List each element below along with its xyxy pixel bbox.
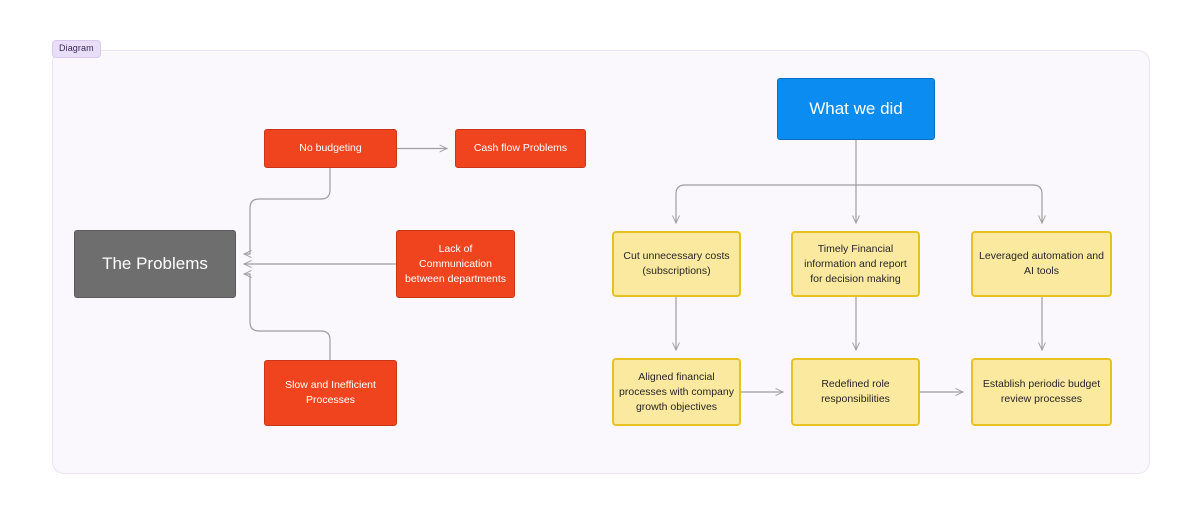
- node-slow-and-inefficient-processes[interactable]: Slow and Inefficient Processes: [264, 360, 397, 426]
- node-leveraged-automation-ai-tools[interactable]: Leveraged automation and AI tools: [971, 231, 1112, 297]
- node-redefined-role-responsibilities[interactable]: Redefined role responsibilities: [791, 358, 920, 426]
- node-cash-flow-problems-label: Cash flow Problems: [473, 142, 568, 154]
- diagram-tab-label: Diagram: [59, 43, 94, 53]
- node-establish-periodic-budget-review-label: Establish periodic budget review process…: [982, 378, 1101, 405]
- node-establish-periodic-budget-review[interactable]: Establish periodic budget review process…: [971, 358, 1112, 426]
- node-slow-and-inefficient-processes-label: Slow and Inefficient Processes: [285, 379, 376, 406]
- node-the-problems-label: The Problems: [102, 254, 208, 273]
- node-lack-of-communication-label: Lack of Communication between department…: [405, 242, 506, 285]
- node-redefined-role-responsibilities-label: Redefined role responsibilities: [821, 378, 890, 405]
- node-no-budgeting-label: No budgeting: [299, 142, 362, 154]
- diagram-tab[interactable]: Diagram: [52, 40, 101, 58]
- node-lack-of-communication[interactable]: Lack of Communication between department…: [396, 230, 515, 298]
- node-timely-financial-information-label: Timely Financial information and report …: [804, 242, 907, 285]
- node-no-budgeting[interactable]: No budgeting: [264, 129, 397, 168]
- node-what-we-did-label: What we did: [809, 99, 903, 118]
- node-cash-flow-problems[interactable]: Cash flow Problems: [455, 129, 586, 168]
- node-timely-financial-information[interactable]: Timely Financial information and report …: [791, 231, 920, 297]
- node-aligned-financial-processes[interactable]: Aligned financial processes with company…: [612, 358, 741, 426]
- node-cut-unnecessary-costs[interactable]: Cut unnecessary costs (subscriptions): [612, 231, 741, 297]
- node-the-problems[interactable]: The Problems: [74, 230, 236, 298]
- node-cut-unnecessary-costs-label: Cut unnecessary costs (subscriptions): [623, 250, 730, 277]
- node-what-we-did[interactable]: What we did: [777, 78, 935, 140]
- node-leveraged-automation-ai-tools-label: Leveraged automation and AI tools: [979, 250, 1104, 277]
- node-aligned-financial-processes-label: Aligned financial processes with company…: [619, 370, 734, 413]
